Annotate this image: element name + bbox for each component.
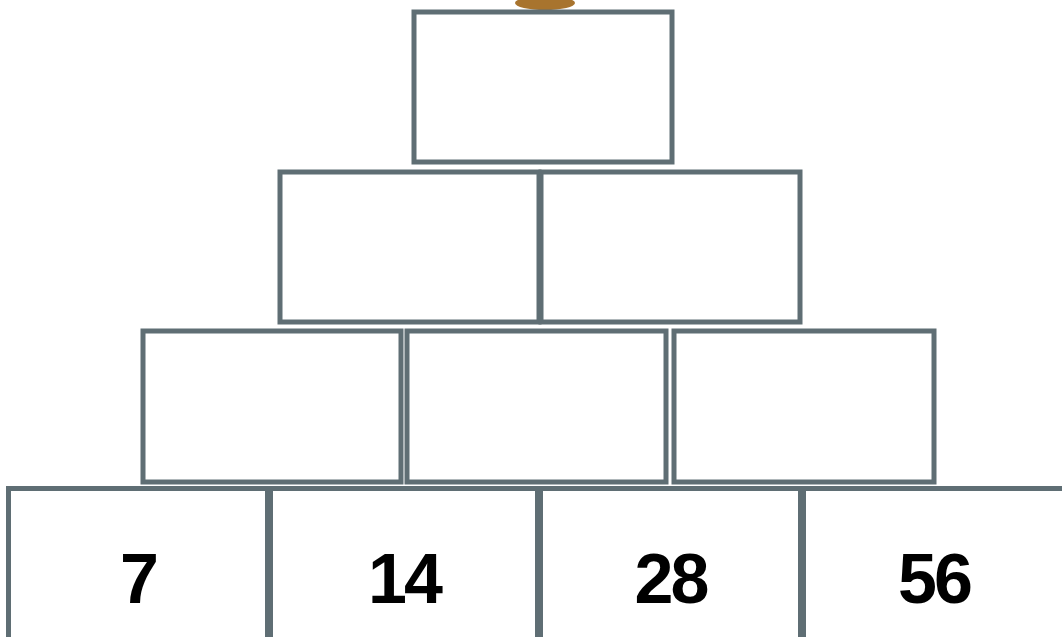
empty-block: [280, 172, 539, 322]
empty-block: [143, 331, 401, 482]
empty-block: [541, 172, 800, 322]
empty-block: [414, 12, 672, 162]
top-ornament: [515, 0, 575, 10]
empty-block: [674, 331, 934, 482]
number-block: 7: [6, 486, 270, 637]
number-block: 28: [538, 486, 803, 637]
block-number: 14: [368, 544, 440, 614]
number-block: 56: [801, 486, 1062, 637]
block-number: 7: [120, 544, 156, 614]
block-number: 56: [898, 544, 970, 614]
number-block: 14: [268, 486, 540, 637]
block-number: 28: [635, 544, 707, 614]
empty-block: [407, 331, 666, 482]
